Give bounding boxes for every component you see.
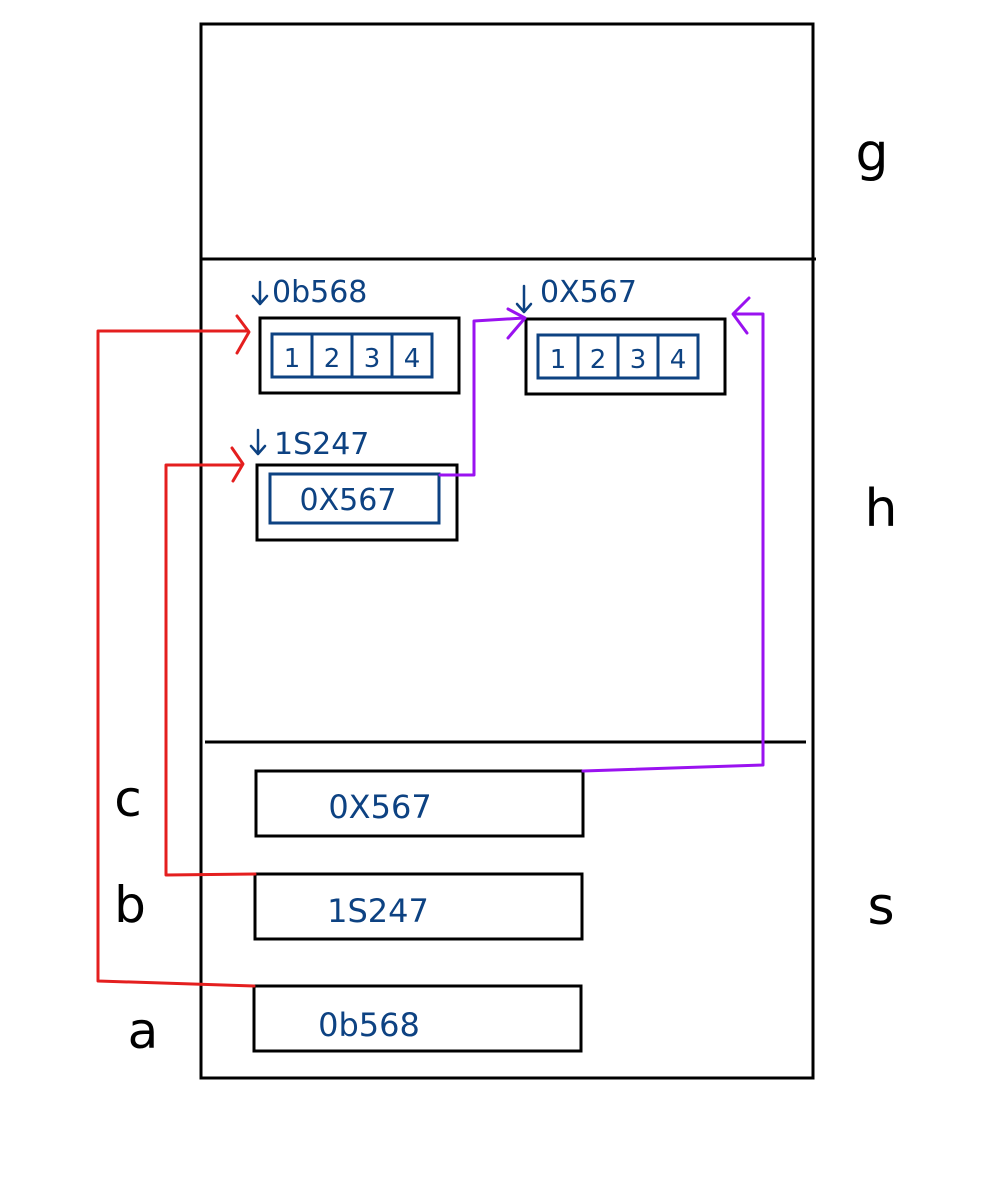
ref-object-address: 1S247 (274, 427, 369, 462)
region-label-g: g (855, 123, 888, 183)
region-label-h: h (865, 479, 898, 539)
address-arrow-icon (249, 428, 267, 456)
address-arrow-icon (515, 284, 533, 314)
stack-var-b: b 1S247 (114, 872, 584, 941)
memory-frame (199, 22, 815, 1080)
var-a-value: 0b568 (318, 1006, 420, 1044)
array-two-cell: 4 (670, 345, 687, 375)
array-one-box (258, 316, 461, 395)
heap-ref-object: 1S247 0X567 (249, 427, 459, 542)
stack-var-a: a 0b568 (128, 984, 583, 1060)
array-one-cell: 4 (404, 344, 421, 374)
heap-array-two: 0X567 1 2 3 4 (515, 275, 727, 396)
var-b-box (253, 872, 584, 941)
arrowhead-icon (235, 314, 251, 355)
var-c-value: 0X567 (328, 788, 431, 826)
address-arrow-icon (251, 280, 269, 306)
array-one-cell: 3 (364, 344, 381, 374)
stack-var-c: c 0X567 (114, 769, 585, 838)
array-one-cell: 2 (324, 344, 341, 374)
var-a-label: a (128, 1002, 159, 1060)
pointer-ref-line (438, 316, 526, 477)
array-two-box (524, 317, 727, 396)
pointer-b-line (164, 463, 257, 877)
array-two-cell: 1 (550, 345, 567, 375)
pointer-a-line (96, 329, 256, 988)
region-label-s: s (867, 877, 894, 937)
pointer-c-line (581, 312, 765, 773)
heap-array-one: 0b568 1 2 3 4 (251, 275, 461, 395)
ref-object-value: 0X567 (300, 483, 397, 518)
array-two-cell: 2 (590, 345, 607, 375)
ref-object-box (255, 463, 459, 542)
array-two-cell: 3 (630, 345, 647, 375)
array-two-address: 0X567 (540, 275, 637, 310)
var-b-value: 1S247 (327, 892, 429, 930)
arrowhead-icon (230, 446, 245, 483)
var-c-box (254, 769, 585, 838)
var-c-label: c (114, 770, 142, 828)
ref-object-inner (268, 472, 441, 525)
var-b-label: b (114, 876, 146, 934)
arrowhead-icon (506, 307, 527, 340)
array-one-cell: 1 (284, 344, 301, 374)
array-one-address: 0b568 (272, 275, 367, 310)
var-a-box (252, 984, 583, 1053)
arrowhead-icon (731, 296, 751, 335)
